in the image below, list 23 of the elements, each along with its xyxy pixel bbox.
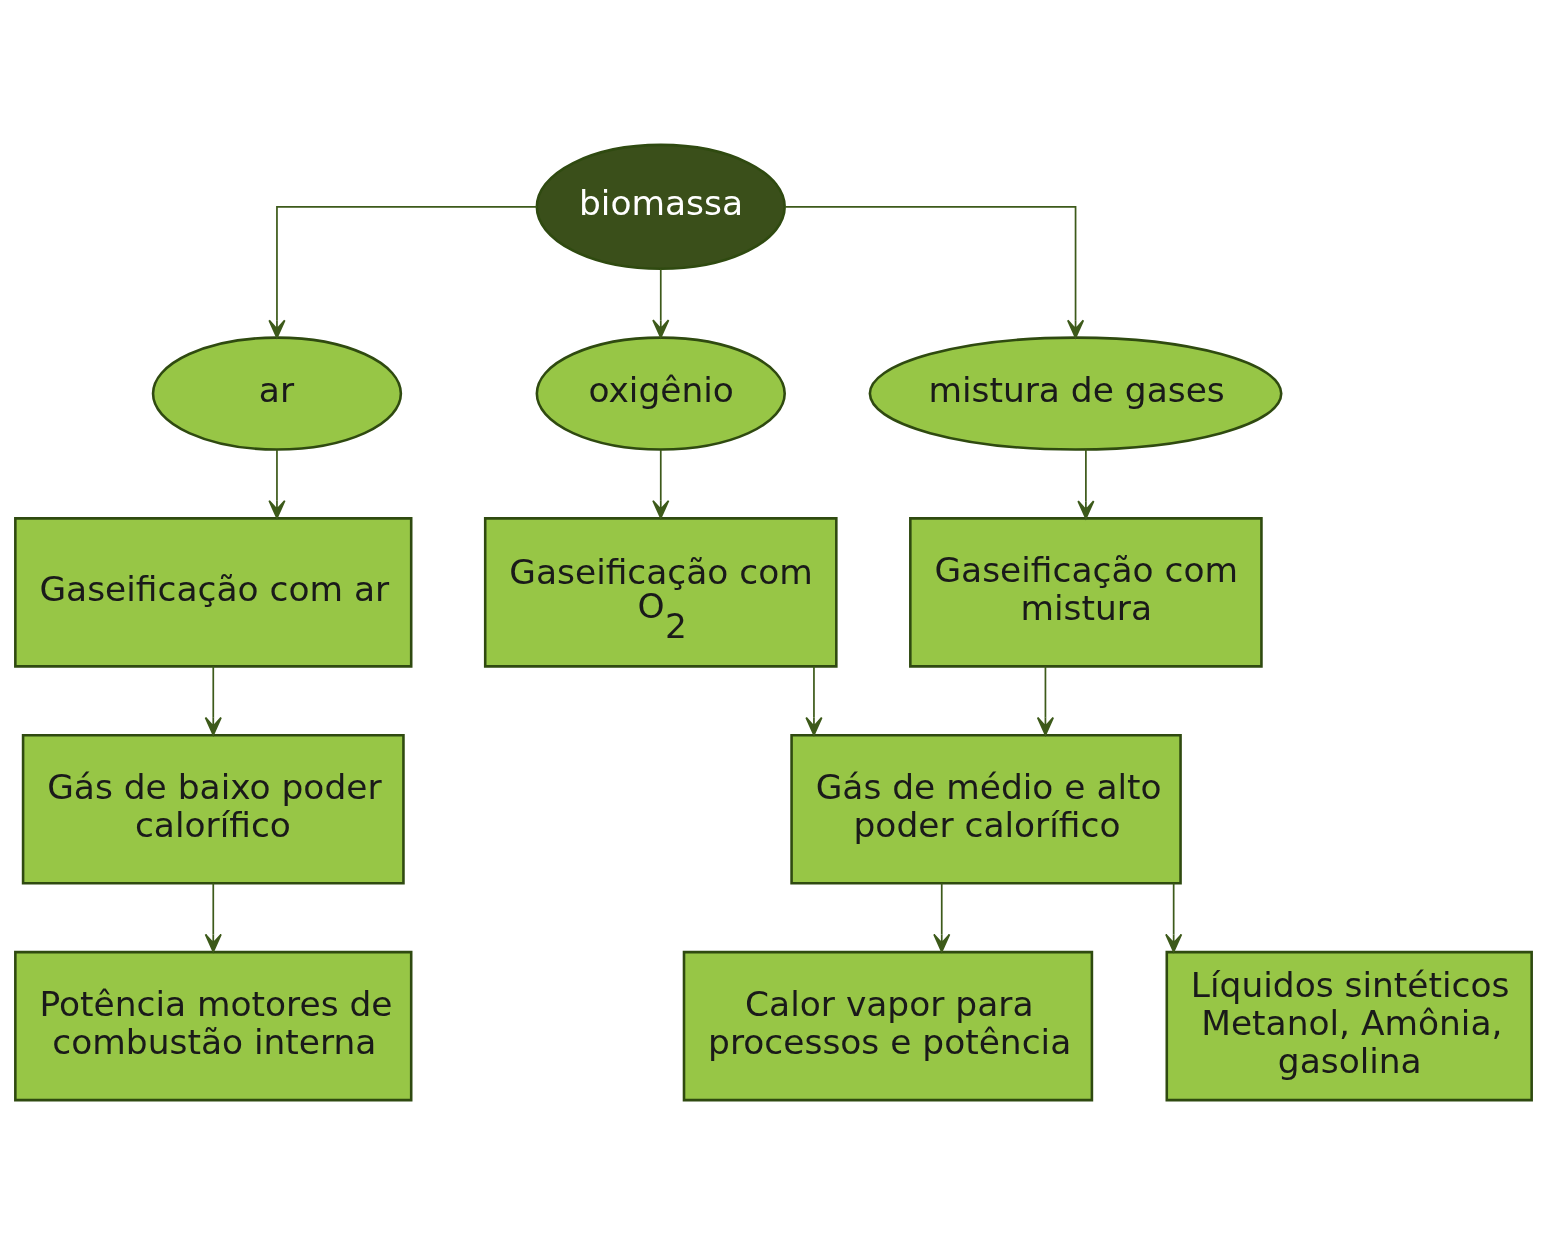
node-box: Líquidos sintéticos Metanol, Amônia, gasolina [1165,950,1533,1101]
arrow [268,448,286,519]
arrow [784,205,1085,338]
arrow [652,448,670,519]
arrow [652,267,670,338]
arrow [204,881,222,953]
node-ellipse: biomassa [535,143,786,270]
node-ellipse: ar [151,335,403,451]
node-box: Potência motores de combustão interna [14,950,413,1101]
node-ellipse: oxigênio [535,335,786,451]
arrow [1165,881,1183,953]
node-box: Gás de baixo poder calorífico [21,733,405,885]
node-box: Gás de médio e alto poder calorífico [790,733,1182,885]
node-box: Gaseificação com mistura [909,516,1263,668]
node-box: Calor vapor para processos e potência [682,950,1094,1101]
arrow [933,881,951,953]
arrow [805,665,823,736]
arrow [1036,665,1055,736]
arrow [268,205,538,338]
arrow [1077,448,1095,519]
arrow [204,665,222,736]
node-ellipse: mistura de gases [868,335,1283,451]
node-box: Gaseificação com ar [14,516,413,668]
